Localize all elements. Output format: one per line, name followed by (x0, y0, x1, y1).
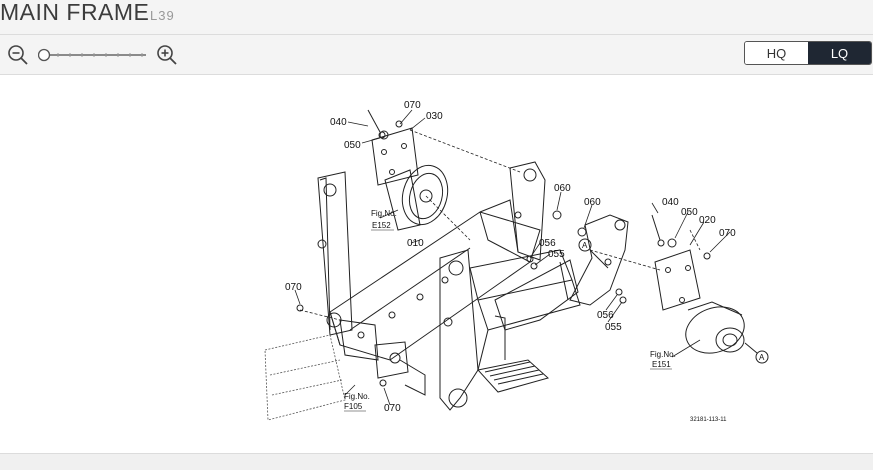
transmission-case-right (685, 301, 745, 354)
cross-member (469, 249, 581, 331)
figref-e152-number[interactable]: E152 (372, 221, 391, 230)
model-label: L39 (150, 8, 175, 23)
zoom-out-icon[interactable] (7, 44, 29, 66)
callout-056-b: 056 (597, 310, 614, 321)
callout-060-b: 060 (584, 197, 601, 208)
hq-button[interactable]: HQ (745, 42, 808, 64)
right-bracket-plate (654, 249, 701, 311)
drawing-number: 32181-113-11 (690, 417, 727, 423)
bolts (296, 109, 711, 387)
lq-button[interactable]: LQ (808, 42, 871, 64)
zoom-slider[interactable] (37, 47, 148, 63)
callout-050-b: 050 (681, 207, 698, 218)
reference-markers (578, 238, 769, 364)
callout-060-a: 060 (554, 183, 571, 194)
main-beam (329, 211, 541, 361)
bottom-bar (0, 453, 873, 470)
marker-a-1: A (582, 241, 588, 250)
step-plate (477, 315, 550, 393)
side-rail-plate (494, 259, 579, 331)
callout-030: 030 (426, 111, 443, 122)
zoom-in-icon[interactable] (156, 44, 178, 66)
callout-070-a: 070 (404, 100, 421, 111)
diagram-canvas[interactable]: 040 070 030 050 060 060 040 050 020 070 … (0, 75, 873, 453)
zoom-slider-handle (37, 48, 51, 62)
toolbar: HQ LQ (0, 35, 873, 75)
main-frame-parts-diagram: 040 070 030 050 060 060 040 050 020 070 … (264, 100, 769, 423)
figref-e151-label[interactable]: Fig.No. (650, 350, 676, 359)
front-tall-bracket (439, 249, 479, 411)
figref-e151-number[interactable]: E151 (652, 360, 671, 369)
title-bar: MAIN FRAME L39 (0, 0, 873, 35)
marker-a-2: A (759, 353, 765, 362)
transmission-case-left (384, 164, 449, 231)
callout-070-b: 070 (719, 228, 736, 239)
callout-020: 020 (699, 215, 716, 226)
callout-040-a: 040 (330, 117, 347, 128)
top-bracket-plate (371, 127, 419, 186)
callout-070-c: 070 (285, 282, 302, 293)
adjacent-frame-context (264, 334, 346, 421)
callout-010: 010 (407, 238, 424, 249)
page-title: MAIN FRAME (0, 0, 150, 25)
left-frame-rail (317, 171, 353, 336)
callout-050-a: 050 (344, 140, 361, 151)
right-mount-bracket (569, 214, 629, 306)
figref-f105-label[interactable]: Fig.No. (344, 392, 370, 401)
figref-f105-number[interactable]: F105 (344, 402, 363, 411)
callout-070-d: 070 (384, 403, 401, 414)
callout-055-b: 055 (605, 322, 622, 333)
callout-055-a: 055 (548, 249, 565, 260)
figref-e152-label[interactable]: Fig.No. (371, 209, 397, 218)
callout-040-b: 040 (662, 197, 679, 208)
rear-bracket (479, 161, 546, 261)
front-lower-bracket (339, 319, 426, 396)
quality-toggle: HQ LQ (744, 41, 872, 65)
callout-056-a: 056 (539, 238, 556, 249)
